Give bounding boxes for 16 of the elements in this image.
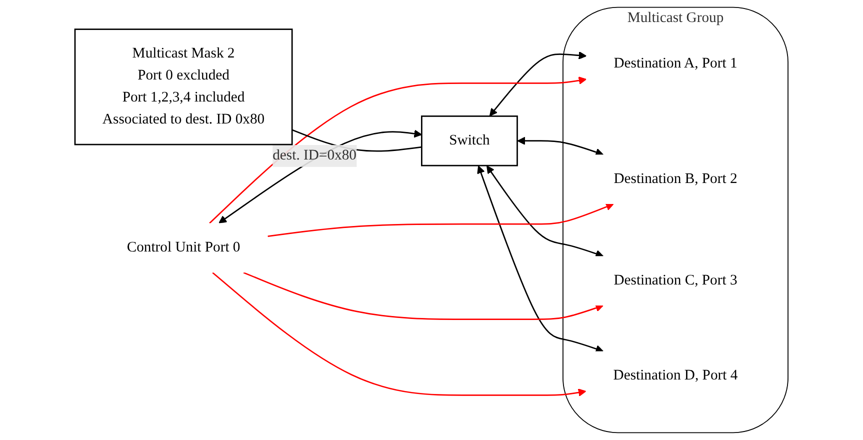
- node-text: Destination B, Port 2: [614, 171, 738, 187]
- node-text: Destination D, Port 4: [613, 368, 738, 384]
- node-box: Switch: [421, 116, 518, 166]
- arrow: [268, 202, 614, 238]
- arrow: [486, 166, 604, 258]
- edge-label: dest. ID=0x80: [272, 148, 356, 164]
- arrow: [243, 272, 604, 320]
- arrow: [477, 166, 604, 353]
- node-text: Control Unit Port 0: [126, 240, 240, 256]
- arrow: [517, 136, 604, 156]
- arrow: [212, 272, 586, 396]
- arrow: [209, 76, 587, 224]
- node-text: Destination A, Port 1: [614, 56, 738, 72]
- node-box: Multicast Mask 2 Port 0 excluded Port 1,2,3,4 included Associated to dest. ID 0x80: [74, 28, 293, 146]
- node-text: Destination C, Port 3: [614, 272, 738, 288]
- arrow: [489, 51, 587, 116]
